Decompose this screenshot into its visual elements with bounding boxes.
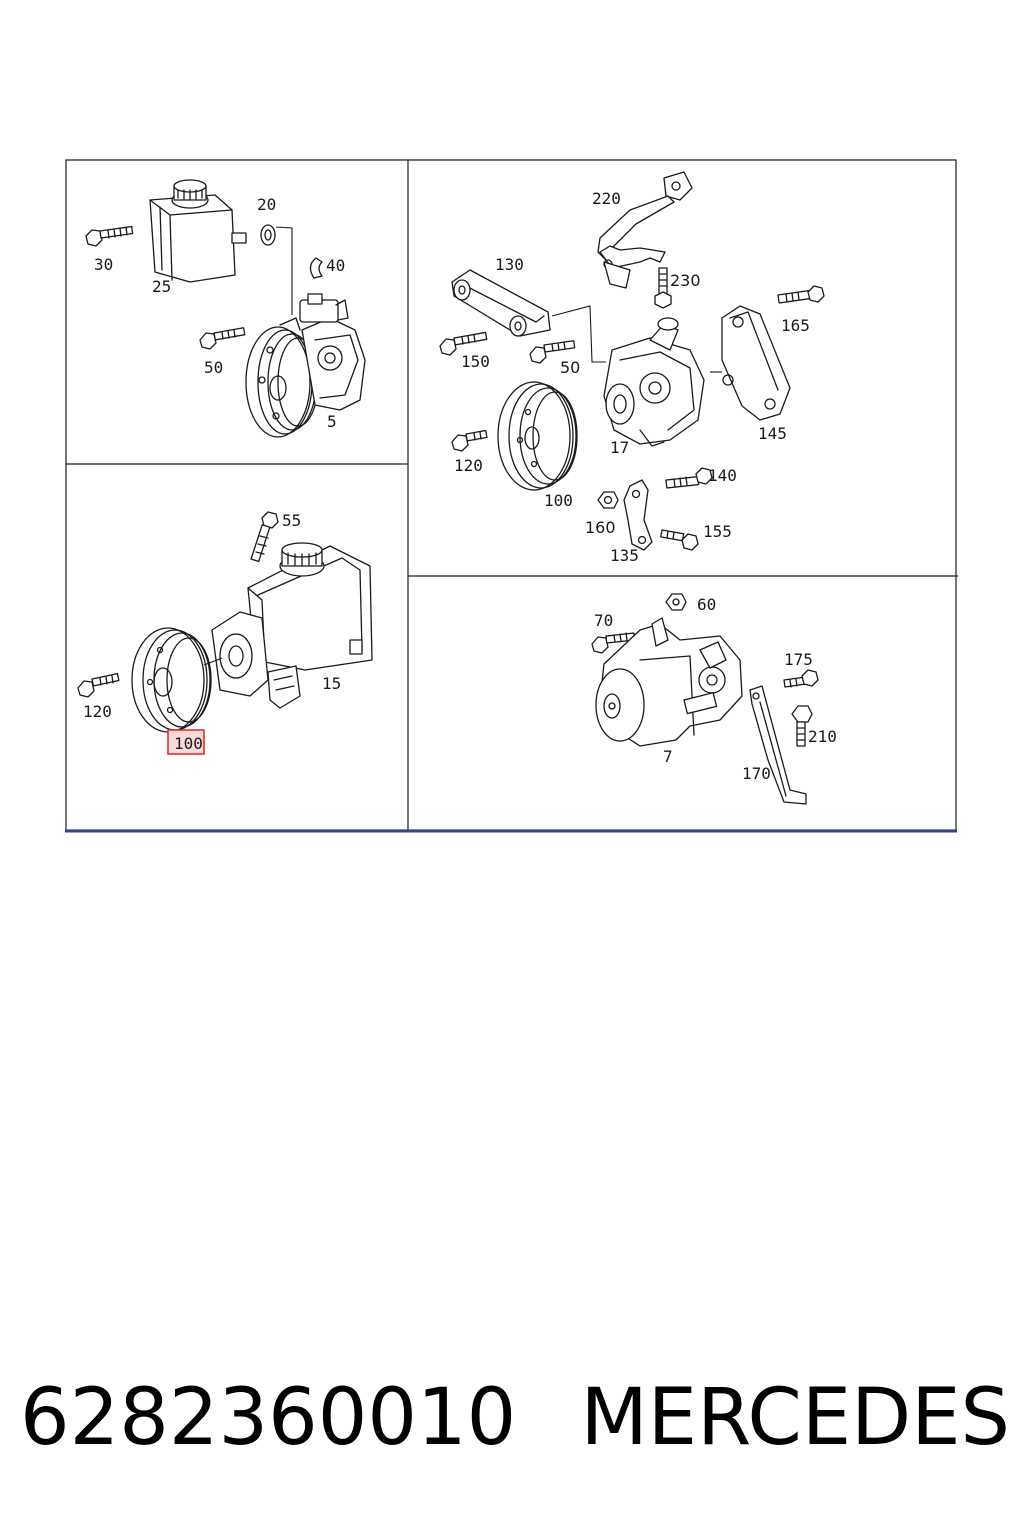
- bolt-155[interactable]: [660, 529, 699, 551]
- label-100-right: 100: [544, 491, 573, 510]
- label-220: 220: [592, 189, 621, 208]
- label-25: 25: [152, 277, 171, 296]
- bolt-210[interactable]: [791, 705, 813, 747]
- bracket-170[interactable]: [749, 685, 807, 805]
- label-145: 145: [758, 424, 787, 443]
- label-50: 50: [204, 358, 223, 377]
- footer: 6282360010 MERCEDES: [20, 1368, 1010, 1468]
- label-120-right: 120: [454, 456, 483, 475]
- bolt-120-left[interactable]: [77, 672, 120, 698]
- parts-diagram: 20 30 25 40 50 5: [65, 159, 958, 833]
- bracket-130[interactable]: [451, 269, 606, 363]
- label-165: 165: [781, 316, 810, 335]
- label-17: 17: [610, 438, 629, 457]
- part-number: 6282360010: [20, 1373, 517, 1463]
- seal-20[interactable]: [260, 224, 293, 315]
- panel-bottom-left: 100 55 15 120: [77, 511, 373, 755]
- bolt-175[interactable]: [783, 669, 819, 688]
- label-210: 210: [808, 727, 837, 746]
- pulley-100-right[interactable]: [497, 381, 578, 491]
- reservoir-25[interactable]: [149, 179, 247, 283]
- label-15: 15: [322, 674, 341, 693]
- label-230: 230: [670, 271, 701, 290]
- panel-right-bottom: 60 70 175 210 7 170: [591, 593, 837, 805]
- panel-top-left: 20 30 25 40 50 5: [85, 179, 366, 438]
- label-55: 55: [282, 511, 301, 530]
- bolt-55[interactable]: [250, 511, 279, 563]
- label-7: 7: [663, 747, 673, 766]
- pump-5[interactable]: [245, 293, 366, 438]
- panel-right-top: 220 130 230 165 150 50 120 17 145 100 14…: [439, 171, 825, 565]
- bolt-150[interactable]: [439, 331, 488, 356]
- label-30: 30: [94, 255, 113, 274]
- plate-145[interactable]: [710, 305, 791, 421]
- nut-160[interactable]: [597, 491, 619, 509]
- label-150: 150: [461, 352, 490, 371]
- label-120-left: 120: [83, 702, 112, 721]
- diagram-frame: [65, 159, 958, 833]
- label-60: 60: [697, 595, 716, 614]
- label-140: 140: [708, 466, 737, 485]
- label-130: 130: [495, 255, 524, 274]
- bolt-230[interactable]: [654, 267, 672, 309]
- label-50-right: 50: [560, 358, 580, 377]
- label-175: 175: [784, 650, 813, 669]
- bolt-165[interactable]: [777, 285, 825, 304]
- pump-17[interactable]: [603, 317, 705, 447]
- pulley-100[interactable]: [131, 627, 223, 733]
- label-40: 40: [326, 256, 345, 275]
- label-155: 155: [703, 522, 732, 541]
- brand-name: MERCEDES: [580, 1373, 1011, 1463]
- highlight-box-100[interactable]: [167, 729, 205, 755]
- label-100-highlighted: 100: [174, 734, 203, 753]
- nut-60[interactable]: [665, 593, 687, 611]
- pump-assembly-15[interactable]: [211, 542, 373, 709]
- bracket-220[interactable]: [597, 171, 693, 289]
- clip-40[interactable]: [309, 257, 323, 279]
- pump-7[interactable]: [595, 617, 743, 747]
- label-70: 70: [594, 611, 613, 630]
- label-160: 160: [585, 518, 616, 537]
- bolt-140[interactable]: [665, 467, 713, 489]
- bolt-30[interactable]: [85, 225, 134, 247]
- label-20: 20: [257, 195, 276, 214]
- label-5: 5: [327, 412, 337, 431]
- bolt-50-right[interactable]: [529, 340, 576, 364]
- label-135: 135: [610, 546, 639, 565]
- bolt-70[interactable]: [591, 632, 636, 654]
- bolt-50-top[interactable]: [199, 327, 246, 350]
- bracket-135[interactable]: [623, 479, 653, 551]
- bolt-120-right[interactable]: [451, 429, 488, 452]
- label-170: 170: [742, 764, 771, 783]
